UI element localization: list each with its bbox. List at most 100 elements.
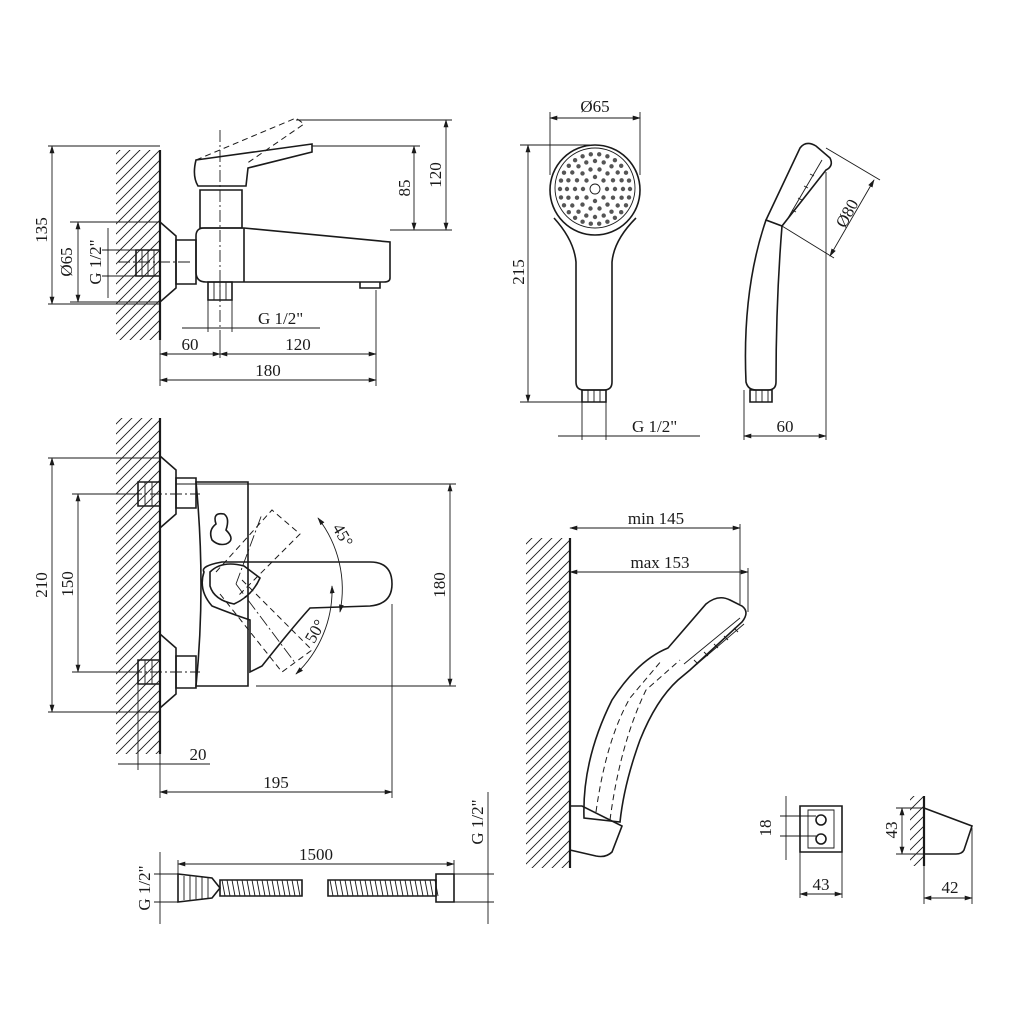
hose-rib (251, 879, 256, 897)
nozzle-dot (558, 178, 564, 183)
hose-rib (424, 879, 429, 897)
dim-label: 85 (395, 180, 414, 197)
nozzle-dot (612, 215, 618, 220)
nozzle-dot (557, 186, 563, 192)
dim-label: G 1/2" (86, 239, 105, 284)
nozzle-dot (592, 174, 598, 180)
spout-top (201, 561, 393, 674)
nozzle-dot (572, 158, 578, 163)
dim-label: max 153 (630, 553, 689, 572)
nozzle-dot (580, 171, 585, 176)
nozzle-dot (623, 170, 629, 175)
hose-rib (354, 879, 359, 897)
shower-head-side (764, 142, 833, 227)
bracket-screw-top (815, 814, 827, 826)
hose-rib (429, 879, 434, 897)
wall-hatch (116, 150, 160, 340)
shower-head-inner (554, 147, 636, 229)
dim-label: G 1/2" (258, 309, 303, 328)
nozzle-dot (592, 198, 598, 204)
hose-rib (236, 879, 241, 897)
handshower-holder-view: min 145 max 153 (526, 509, 749, 868)
cartridge-column (199, 189, 243, 229)
hose-end-nut (435, 873, 455, 903)
dim-label: 1500 (299, 845, 333, 864)
hose-rib (359, 879, 364, 897)
dim-label: 43 (813, 875, 830, 894)
nozzle-dot (580, 186, 586, 192)
nozzle-dot (588, 206, 593, 211)
nozzle-dot (601, 195, 606, 200)
nozzle-dot (572, 215, 578, 220)
dim-label: 50° (301, 616, 329, 646)
shower-head-outer (549, 144, 641, 236)
nozzle-dot (574, 195, 580, 200)
dim-label: G 1/2" (468, 799, 487, 844)
bracket-front-body (799, 805, 843, 853)
hose-rib (266, 879, 271, 897)
holder-nozzles (693, 627, 739, 665)
hose-rib (286, 879, 291, 897)
shower-nozzles (557, 152, 633, 226)
bracket-side-body (923, 806, 974, 855)
nozzle-dot (580, 202, 585, 207)
nozzle-dot (610, 178, 616, 183)
eccentric-nut (175, 239, 197, 285)
dim-label: 150 (58, 571, 77, 597)
nozzle-dot (566, 195, 571, 200)
nozzle-dot (561, 203, 567, 208)
dim-label: 120 (285, 335, 311, 354)
nozzle-dot (605, 154, 610, 159)
faucet-body (195, 227, 391, 283)
hose-rib (404, 879, 409, 897)
nozzle-dot (597, 206, 602, 211)
hose-rib (349, 879, 354, 897)
handle-side-thread (749, 389, 773, 403)
nozzle-dot (609, 164, 614, 169)
hose-rib (276, 879, 281, 897)
hand-shower-in-holder (583, 596, 747, 823)
nozzle-dot (597, 152, 602, 157)
nozzle-dot (570, 170, 575, 175)
handshower-front-view: Ø65 215 G 1/2" (509, 97, 700, 440)
nozzle-dot (601, 213, 606, 218)
nozzle-dot (592, 214, 598, 220)
nozzle-dot (615, 203, 620, 208)
dim-label: 43 (882, 822, 901, 839)
faucet-side-view: 135 Ø65 G 1/2" 85 120 G 1/2" 60 120 (32, 117, 452, 386)
hose-rib (241, 879, 246, 897)
nozzle-dot (584, 178, 589, 183)
nozzle-dot (619, 178, 624, 183)
hose-rib (394, 879, 399, 897)
dim-label: G 1/2" (632, 417, 677, 436)
wall-hatch (910, 796, 924, 866)
hose-rib (339, 879, 344, 897)
hose-rib (399, 879, 404, 897)
hose-rib (369, 879, 374, 897)
nozzle-dot (619, 163, 624, 168)
dim-label: Ø65 (57, 247, 76, 276)
nozzle-dot (566, 210, 571, 215)
nozzle-dot (605, 202, 610, 207)
mixer-lever (193, 143, 313, 187)
nozzle-dot (588, 221, 593, 226)
nozzle-dot (570, 203, 575, 208)
nozzle-dot (584, 213, 589, 218)
inlet-thread (135, 249, 161, 277)
nozzle-dot (580, 219, 585, 224)
nozzle-dot (623, 203, 629, 208)
dim-label: 42 (942, 878, 959, 897)
nozzle-dot (604, 186, 610, 192)
nozzle-dot (597, 167, 602, 172)
hose-rib (364, 879, 369, 897)
dim-label: 180 (255, 361, 281, 380)
nozzle-dot (601, 178, 606, 183)
hose-rib (384, 879, 389, 897)
nozzle-dot (558, 195, 564, 200)
nozzle-dot (572, 186, 578, 192)
hose-rib (246, 879, 251, 897)
hose-rib (329, 879, 334, 897)
hose-rib (221, 879, 226, 897)
dim-label: min 145 (628, 509, 684, 528)
